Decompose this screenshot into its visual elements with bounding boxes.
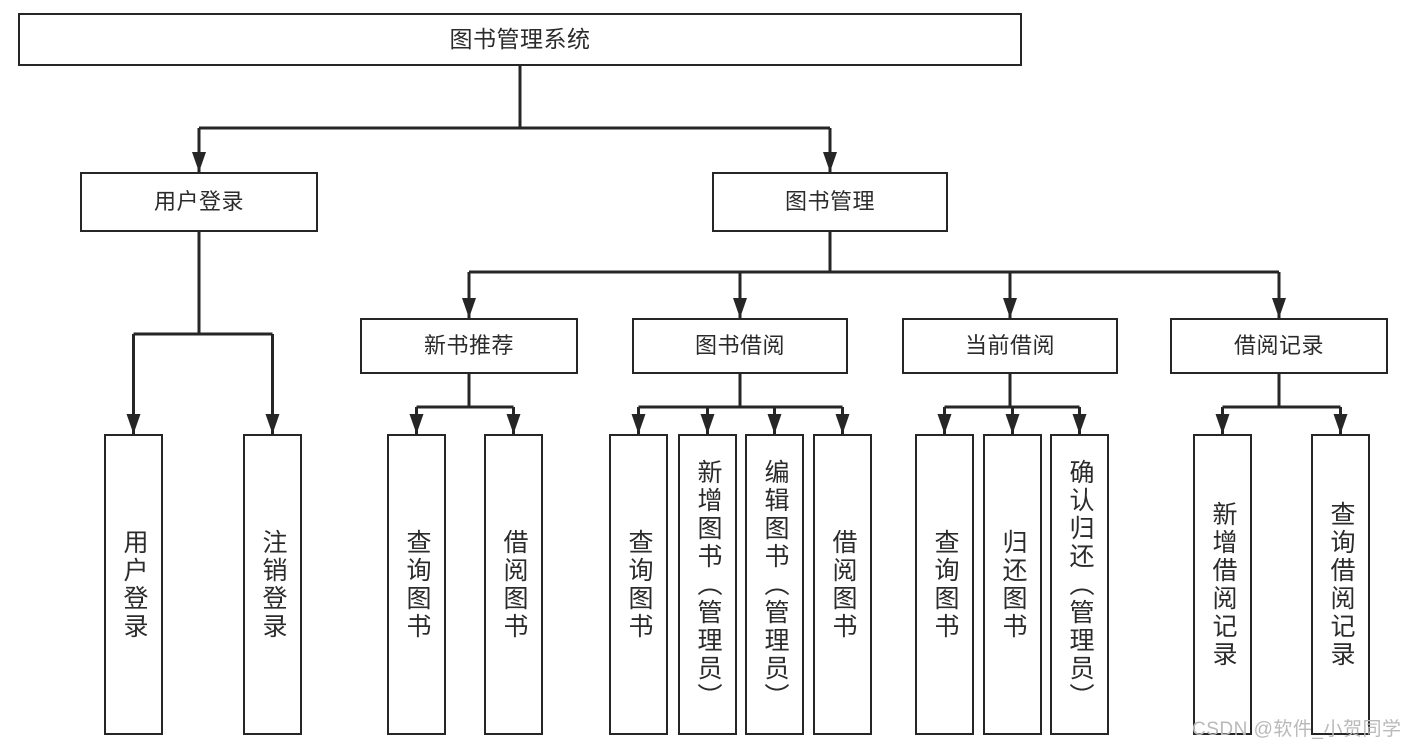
node-current-borrow[interactable]: 当前借阅 bbox=[902, 318, 1118, 374]
node-leaf-edit-book[interactable]: 编辑图书（管理员） bbox=[745, 434, 804, 735]
edge-book-borrow-arrowhead-3 bbox=[835, 414, 850, 434]
edge-borrow-record-arrowhead-1 bbox=[1333, 414, 1348, 434]
node-label: 用户登录 bbox=[120, 528, 148, 641]
node-label: 确认归还（管理员） bbox=[1066, 458, 1094, 711]
edge-book-manage-arrowhead-1 bbox=[733, 298, 747, 318]
node-label: 新增借阅记录 bbox=[1209, 500, 1237, 669]
edge-borrow-record-arrowhead-0 bbox=[1215, 414, 1230, 434]
node-root[interactable]: 图书管理系统 bbox=[18, 13, 1022, 66]
node-leaf-add-record[interactable]: 新增借阅记录 bbox=[1193, 434, 1252, 735]
edge-book-manage-arrowhead-3 bbox=[1272, 298, 1286, 318]
node-leaf-user-login[interactable]: 用户登录 bbox=[104, 434, 163, 735]
node-book-borrow[interactable]: 图书借阅 bbox=[632, 318, 848, 374]
node-label: 用户登录 bbox=[153, 188, 244, 214]
node-label: 新书推荐 bbox=[423, 332, 514, 358]
edge-current-borrow-arrowhead-1 bbox=[1005, 414, 1020, 434]
edge-new-book-rec-arrowhead-1 bbox=[506, 414, 521, 434]
node-label: 注销登录 bbox=[259, 528, 287, 641]
node-leaf-confirm-return[interactable]: 确认归还（管理员） bbox=[1050, 434, 1109, 735]
node-leaf-add-book[interactable]: 新增图书（管理员） bbox=[678, 434, 737, 735]
node-leaf-return-book[interactable]: 归还图书 bbox=[983, 434, 1042, 735]
edge-root-arrowhead-1 bbox=[823, 152, 837, 172]
node-label: 查询借阅记录 bbox=[1327, 500, 1355, 669]
node-leaf-query-book-1[interactable]: 查询图书 bbox=[387, 434, 446, 735]
node-label: 新增图书（管理员） bbox=[694, 458, 722, 711]
node-label: 编辑图书（管理员） bbox=[761, 458, 789, 711]
node-label: 查询图书 bbox=[403, 528, 431, 641]
edge-book-manage-arrowhead-2 bbox=[1003, 298, 1017, 318]
edge-book-borrow-arrowhead-1 bbox=[700, 414, 715, 434]
node-label: 借阅图书 bbox=[500, 528, 528, 641]
edge-book-manage-arrowhead-0 bbox=[462, 298, 476, 318]
node-user-login[interactable]: 用户登录 bbox=[80, 172, 318, 232]
node-label: 图书管理系统 bbox=[449, 25, 591, 52]
edge-book-borrow-arrowhead-2 bbox=[767, 414, 782, 434]
node-label: 查询图书 bbox=[625, 528, 653, 641]
node-label: 借阅记录 bbox=[1233, 332, 1324, 358]
node-label: 当前借阅 bbox=[964, 332, 1055, 358]
node-leaf-user-logout[interactable]: 注销登录 bbox=[243, 434, 302, 735]
node-new-book-rec[interactable]: 新书推荐 bbox=[360, 318, 578, 374]
node-leaf-query-book-3[interactable]: 查询图书 bbox=[915, 434, 974, 735]
node-book-manage[interactable]: 图书管理 bbox=[712, 172, 948, 232]
node-label: 借阅图书 bbox=[829, 528, 857, 641]
node-leaf-query-record[interactable]: 查询借阅记录 bbox=[1311, 434, 1370, 735]
edge-user-login-arrowhead-1 bbox=[265, 414, 280, 434]
node-leaf-query-book-2[interactable]: 查询图书 bbox=[609, 434, 668, 735]
edge-user-login-arrowhead-0 bbox=[126, 414, 141, 434]
node-label: 图书管理 bbox=[784, 188, 875, 214]
node-borrow-record[interactable]: 借阅记录 bbox=[1170, 318, 1388, 374]
node-label: 图书借阅 bbox=[694, 332, 785, 358]
edge-root-arrowhead-0 bbox=[192, 152, 206, 172]
node-leaf-borrow-book-1[interactable]: 借阅图书 bbox=[484, 434, 543, 735]
node-label: 查询图书 bbox=[931, 528, 959, 641]
node-leaf-borrow-book-2[interactable]: 借阅图书 bbox=[813, 434, 872, 735]
edge-current-borrow-arrowhead-0 bbox=[937, 414, 952, 434]
node-label: 归还图书 bbox=[999, 528, 1027, 641]
edge-current-borrow-arrowhead-2 bbox=[1072, 414, 1087, 434]
edge-book-borrow-arrowhead-0 bbox=[631, 414, 646, 434]
edge-new-book-rec-arrowhead-0 bbox=[409, 414, 424, 434]
